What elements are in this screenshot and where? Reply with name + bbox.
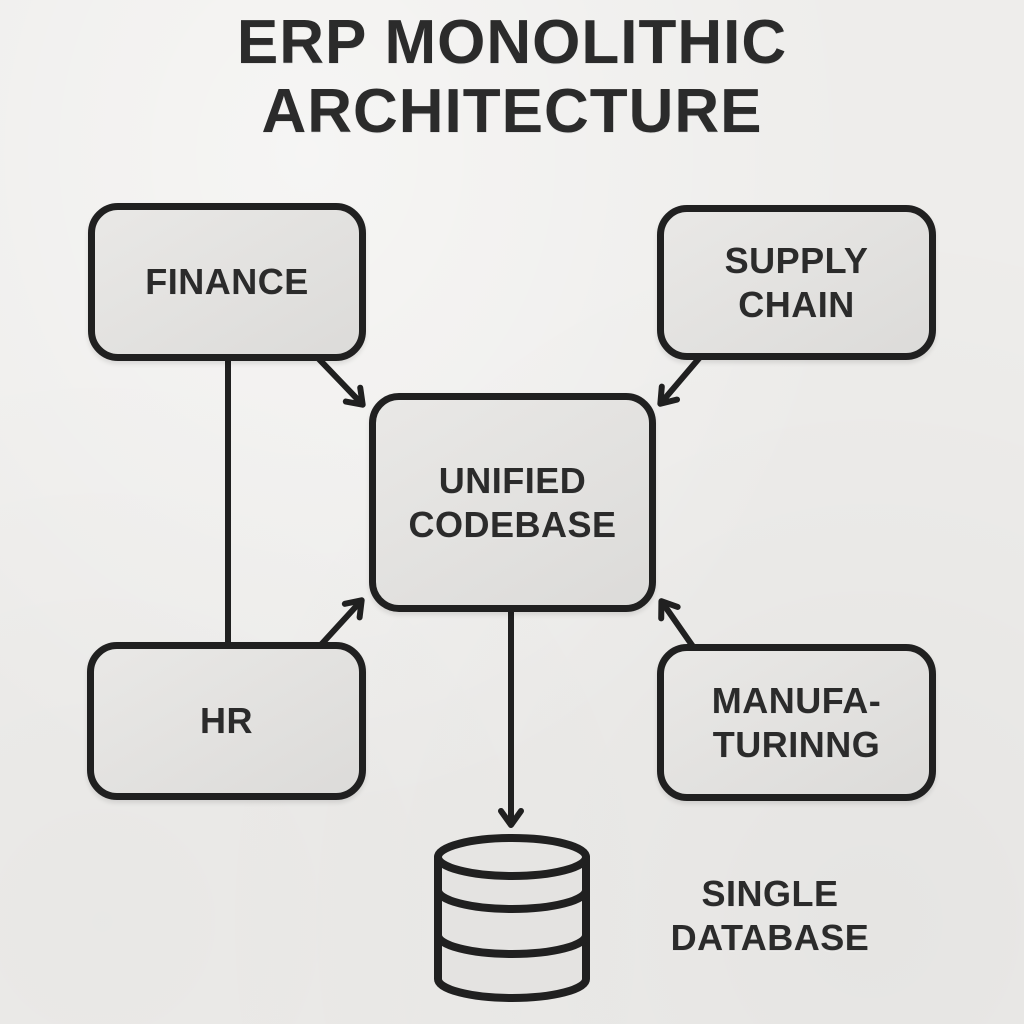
arrow-hr-codebase bbox=[315, 597, 365, 651]
database-label: SINGLE DATABASE bbox=[670, 873, 870, 958]
node-supply-chain-label: SUPPLY CHAIN bbox=[724, 239, 869, 325]
database-icon bbox=[434, 834, 590, 1002]
node-finance: FINANCE bbox=[88, 203, 366, 361]
page-title-text: ERP MONOLITHIC ARCHITECTURE bbox=[236, 8, 788, 147]
arrow-supply-chain-codebase bbox=[657, 353, 704, 407]
node-unified-codebase-label: UNIFIED CODEBASE bbox=[408, 459, 617, 545]
node-finance-label: FINANCE bbox=[145, 261, 309, 303]
node-manufacturing: MANUFA-TURINNG bbox=[657, 644, 936, 801]
node-hr: HR bbox=[87, 642, 366, 800]
page-title: ERP MONOLITHIC ARCHITECTURE bbox=[0, 8, 1024, 147]
node-hr-label: HR bbox=[200, 700, 253, 742]
arrow-manufacturing-codebase bbox=[658, 598, 697, 651]
node-unified-codebase: UNIFIED CODEBASE bbox=[369, 393, 656, 612]
arrow-finance-codebase bbox=[313, 353, 366, 408]
node-supply-chain: SUPPLY CHAIN bbox=[657, 205, 936, 360]
node-manufacturing-label: MANUFA-TURINNG bbox=[711, 679, 882, 765]
